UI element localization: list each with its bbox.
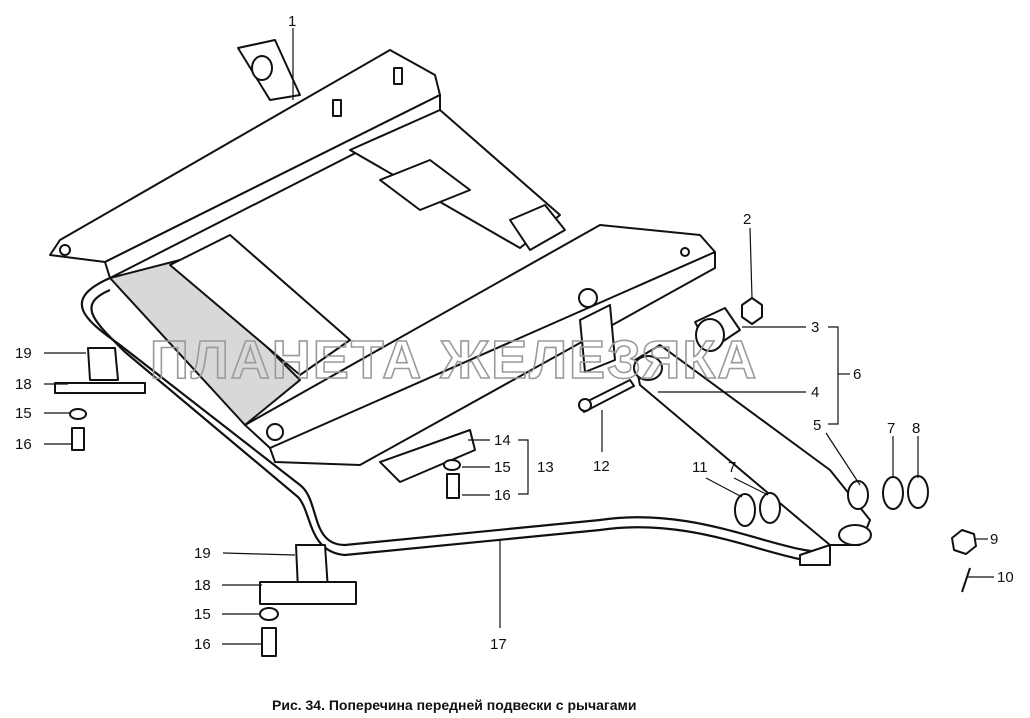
callout-16-center: 16	[494, 487, 511, 504]
callout-15-center: 15	[494, 459, 511, 476]
callout-5: 5	[813, 417, 821, 434]
callout-3: 3	[811, 319, 819, 336]
callout-4: 4	[811, 384, 819, 401]
callout-2: 2	[743, 211, 751, 228]
callout-7a: 7	[887, 420, 895, 437]
callout-numbers: 1 2 3 4 5 6 7 8 9 10 11 7 12 14 15 13 16…	[15, 13, 1014, 653]
callout-7b: 7	[728, 459, 736, 476]
callout-17: 17	[490, 636, 507, 653]
watermark: ПЛАНЕТА ЖЕЛЕЗЯКА	[150, 330, 758, 390]
leader-lines	[44, 28, 994, 645]
control-arm	[633, 344, 872, 566]
callout-11: 11	[692, 459, 708, 476]
crossmember-frame	[49, 39, 716, 483]
callout-15-top: 15	[15, 405, 32, 422]
callout-6: 6	[853, 366, 861, 383]
hardware-parts	[54, 297, 977, 657]
callout-19-bottom: 19	[194, 545, 211, 562]
callout-9: 9	[990, 531, 998, 548]
callout-1: 1	[288, 13, 296, 30]
callout-16-bottom: 16	[194, 636, 211, 653]
callout-18-top: 18	[15, 376, 32, 393]
callout-13: 13	[537, 459, 554, 476]
callout-14: 14	[494, 432, 511, 449]
callout-8: 8	[912, 420, 920, 437]
callout-12: 12	[593, 458, 610, 475]
figure-caption: Рис. 34. Поперечина передней подвески с …	[272, 697, 636, 713]
callout-15-bottom: 15	[194, 606, 211, 623]
callout-10: 10	[997, 569, 1014, 586]
callout-19-top: 19	[15, 345, 32, 362]
callout-16-top: 16	[15, 436, 32, 453]
callout-18-bottom: 18	[194, 577, 211, 594]
